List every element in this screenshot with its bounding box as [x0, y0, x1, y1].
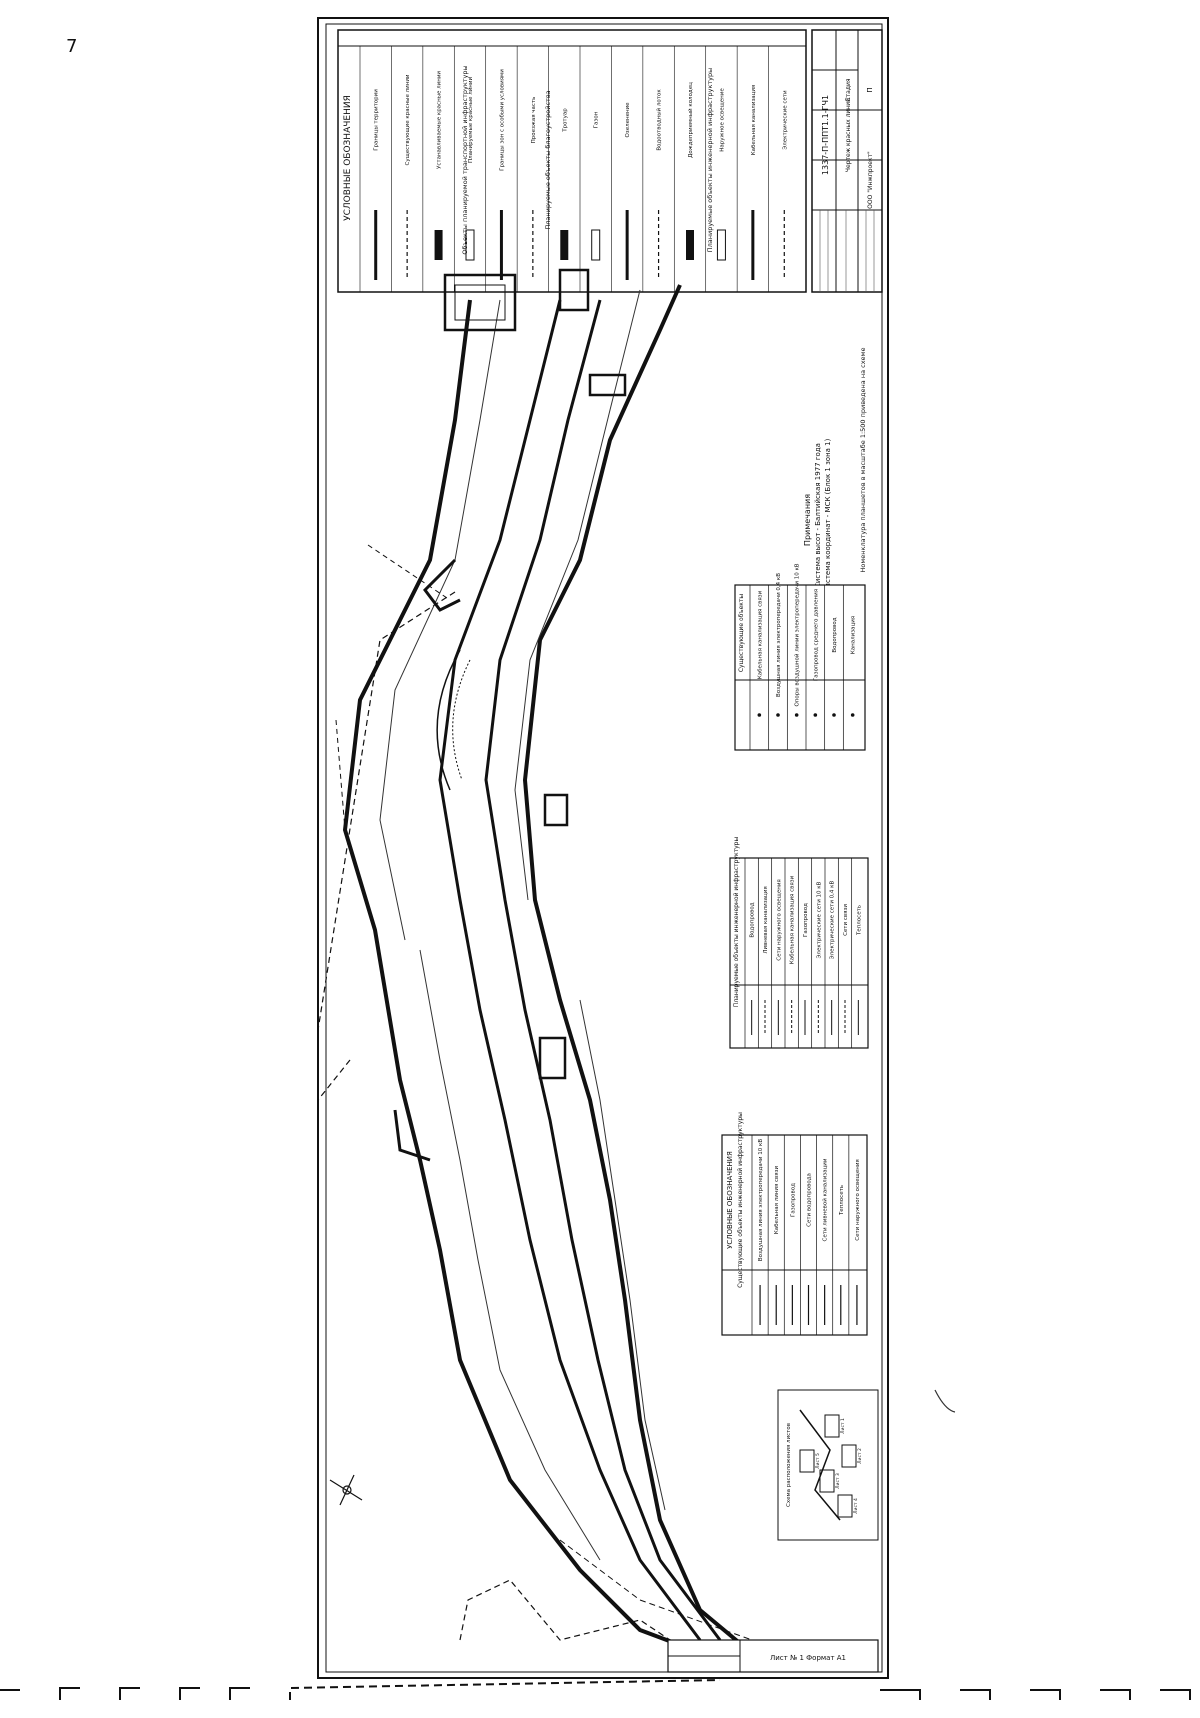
carriageway-left: [438, 299, 702, 1641]
legend-planned-row-label: Электрические сети 0,4 кВ: [830, 881, 836, 960]
legend-symbol: [794, 713, 799, 717]
notes-line-2: 2. Система координат - МСК (Блок 1 зона …: [824, 438, 832, 601]
legend-symbol: [716, 229, 726, 261]
legend-planned: Водопровод Ливневая канализация Сети наруж…: [729, 837, 869, 1049]
legend-reconstruct-row-label: Сети ливневой канализации: [822, 1158, 829, 1241]
legend-reconstruct-row-label: Сети водопровода: [807, 1173, 813, 1227]
corner-mark: 7: [66, 36, 77, 57]
stamp-org: ООО "Инжпроект": [867, 151, 874, 209]
legend-reconstruct-row-label: Газопровод: [790, 1183, 796, 1217]
legend-main-item: Тротуар: [562, 108, 568, 133]
keymap: Лист 1 Лист 2 Лист 3 Лист 4 Лист 5 Схема рас…: [777, 1389, 879, 1541]
legend-planned-row-label: Сети связи: [843, 904, 849, 936]
bottom-stamp-text: Лист № 1 Формат А1: [770, 1654, 846, 1662]
legend-main-item: Озеленение: [625, 102, 631, 138]
keymap-sheet-label: Лист 5: [815, 1453, 821, 1469]
carriageway-right: [484, 299, 722, 1641]
legend-main-title: УСЛОВНЫЕ ОБОЗНАЧЕНИЯ: [343, 95, 353, 221]
legend-reconstruct-row-label: Воздушная линия электропередачи 10 кВ: [758, 1139, 764, 1261]
notes-line-1: 1. Система высот - Балтийская 1977 года: [814, 443, 822, 597]
title-stamp: 1337-П-ППТ1.1-ГЧ1 Чертеж красных линий С…: [811, 29, 883, 293]
legend-existing-row-label: Воздушная линия электропередачи 0,4 кВ: [776, 573, 782, 697]
legend-main-item: Наружное освещение: [719, 88, 725, 152]
territory-boundary: [317, 591, 701, 1661]
legend-reconstruct-row-label: Теплосеть: [839, 1185, 845, 1216]
legend-main-item: Границы зон с особыми условиями: [499, 69, 505, 171]
legend-main-section-1: Объекты планируемой транспортной инфраст…: [461, 65, 469, 254]
legend-symbol: [850, 713, 855, 717]
legend-planned-row-label: Сети наружного освещения: [776, 879, 782, 960]
keymap-sheet-label: Лист 4: [853, 1498, 859, 1514]
notes-block: Примечания 1. Система высот - Балтийская…: [803, 348, 867, 602]
legend-symbol: [434, 230, 443, 260]
bottom-stamp: Лист № 1 Формат А1: [667, 1639, 879, 1673]
legend-main: Границы территории Существующие красные л…: [337, 29, 807, 293]
north-arrow-icon: [329, 1474, 363, 1506]
legend-main-item: Дождеприемный колодец: [687, 82, 694, 158]
keymap-sheet-label: Лист 1: [840, 1418, 846, 1434]
stamp-sheet-no: П: [866, 87, 874, 92]
legend-existing: Кабельная канализация связи Воздушная лин…: [734, 563, 866, 751]
legend-symbol: [560, 230, 569, 260]
road-right-edge: [522, 284, 762, 1662]
legend-main-section-3: Планируемые объекты инженерной инфрастру…: [706, 68, 714, 253]
legend-symbol: [776, 713, 780, 717]
legend-main-item: Планируемые красные линии: [468, 77, 474, 163]
legend-existing-title: Существующие объекты: [738, 594, 745, 673]
road-left-edge: [342, 299, 721, 1662]
legend-planned-row-label: Газопровод: [803, 903, 809, 937]
legend-existing-row-label: Опоры воздушной линии электропередачи 10…: [794, 563, 801, 706]
legend-main-item: Устанавливаемые красные линии: [437, 71, 443, 169]
legend-planned-title: Планируемые объекты инженерной инфрастру…: [733, 837, 740, 1008]
legend-main-item: Газон: [594, 111, 600, 128]
keymap-sheet-label: Лист 2: [857, 1448, 863, 1464]
legend-symbol: [686, 230, 694, 260]
legend-reconstruct-subtitle: Существующие объекты инженерной инфрастр…: [737, 1112, 744, 1288]
legend-planned-row-label: Теплосеть: [856, 905, 862, 936]
legend-existing-row-label: Канализация: [851, 616, 857, 654]
legend-symbol: [465, 229, 475, 261]
legend-main-item: Существующие красные линии: [405, 74, 411, 165]
legend-symbol: [757, 713, 762, 717]
road-plan: [317, 268, 881, 1662]
legend-planned-row-label: Ливневая канализация: [763, 886, 769, 953]
keymap-sheet-label: Лист 3: [835, 1473, 841, 1489]
notes-heading: Примечания: [803, 494, 812, 546]
stray-mark: [934, 1389, 956, 1413]
notes-footer: Номенклатура планшетов в масштабе 1:500 …: [859, 348, 867, 573]
legend-main-item: Границы территории: [374, 89, 380, 151]
legend-reconstruct: Воздушная линия электропередачи 10 кВ Каб…: [721, 1112, 868, 1336]
legend-symbol: [813, 713, 818, 717]
stamp-sheet-label: Стадия: [845, 78, 852, 101]
legend-main-item: Электрические сети: [782, 90, 788, 150]
legend-existing-row-label: Водопровод: [832, 617, 838, 652]
stamp-code: 1337-П-ППТ1.1-ГЧ1: [821, 95, 830, 175]
crop-marks: [0, 1679, 1191, 1700]
legend-reconstruct-title: УСЛОВНЫЕ ОБОЗНАЧЕНИЯ: [726, 1151, 734, 1249]
legend-planned-row-label: Электрические сети 10 кВ: [816, 881, 822, 958]
legend-existing-row-label: Кабельная канализация связи: [757, 590, 763, 679]
legend-main-item: Кабельная канализация: [751, 85, 757, 156]
legend-existing-row-label: Газопровод среднего давления: [813, 589, 819, 681]
sheet-frame: [317, 17, 889, 1679]
keymap-caption: Схема расположения листов: [786, 1423, 792, 1507]
legend-reconstruct-row-label: Сети наружного освещения: [855, 1159, 861, 1240]
legend-symbol: [591, 229, 601, 261]
legend-main-section-2: Планируемые объекты благоустройства: [544, 90, 552, 229]
legend-reconstruct-row-label: Кабельная линия связи: [774, 1165, 780, 1234]
stamp-title: Чертеж красных линий: [845, 98, 852, 172]
legend-symbol: [832, 713, 836, 717]
legend-main-item: Водоотводный лоток: [656, 89, 663, 151]
legend-planned-row-label: Водопровод: [750, 902, 756, 937]
legend-main-item: Проезжая часть: [531, 97, 537, 144]
sheet-inner-frame: [325, 23, 883, 1673]
legend-planned-row-label: Кабельная канализация связи: [790, 875, 796, 964]
